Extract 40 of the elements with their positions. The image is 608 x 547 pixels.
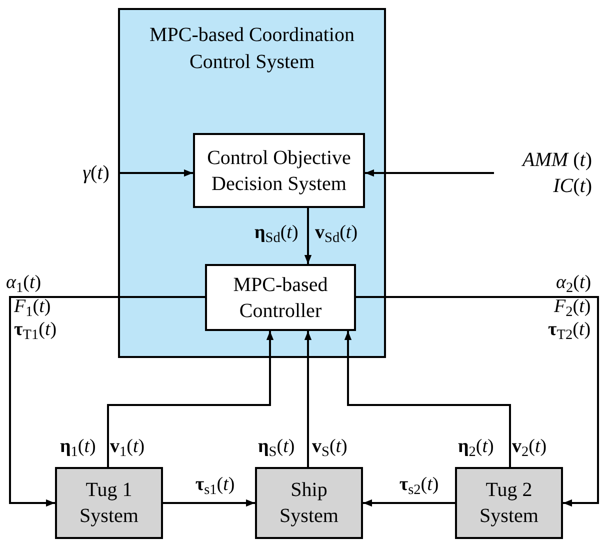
signal-label: τ$_{T1}$(t) [14,319,57,340]
process-box [55,467,163,539]
node-text: MPC-based Coordination Control System [148,23,356,75]
signal-label: η$_{S}$(t) [258,436,295,457]
arrow [163,499,255,507]
edge-label: τ$_{s2}$(t) [398,474,440,496]
node-text: AMM (t) [522,148,592,173]
system-panel [118,8,386,358]
arrow [356,296,599,507]
signal-label: v$_{S}$(t) [312,436,348,457]
node-text: IC(t) [553,174,592,199]
arrow [107,331,274,467]
signal-label: v$_{2}$(t) [512,436,547,457]
signal-label: F$_{2}$(t) [554,296,591,317]
process-box [455,467,563,539]
arrow [363,499,455,507]
arrow [304,208,312,264]
arrow [365,169,494,177]
signal-label: η$_{2}$(t) [458,436,494,457]
process-box [193,133,365,208]
node-text: γ(t) [82,161,110,186]
node-text: Control Objective Decision System [206,146,352,196]
arrow [344,331,511,467]
node-text: Tug 2 System [478,478,540,529]
arrow [304,331,312,467]
process-box [205,264,356,331]
process-box [255,467,363,539]
node-text: Ship System [278,478,340,529]
signal-label: α$_{1}$(t) [6,272,42,293]
signal-label: v$_{1}$(t) [110,436,145,457]
node-text: Tug 1 System [78,478,140,529]
signal-label: τ$_{T2}$(t) [548,319,591,340]
arrow [120,169,193,177]
arrow [9,296,205,507]
signal-label: η$_{1}$(t) [60,436,96,457]
node-text: MPC-based Controller [232,272,329,324]
signal-label: α$_{2}$(t) [556,272,592,293]
edge-label: τ$_{s1}$(t) [194,474,236,496]
edge-label: η$_{Sd}$(t) v$_{Sd}$(t) [253,222,359,244]
signal-label: F$_{1}$(t) [14,296,51,317]
